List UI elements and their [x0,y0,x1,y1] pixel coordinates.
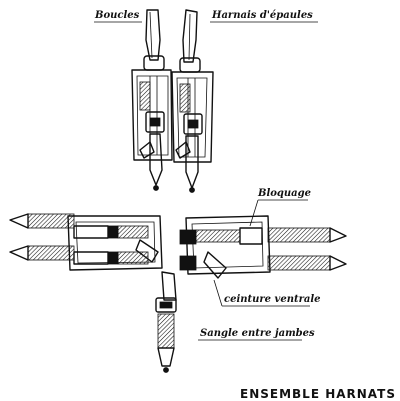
crotch-strap [155,271,177,373]
leader-lines [94,21,318,341]
left-waist-belt [9,213,163,271]
right-waist-belt [179,215,347,279]
label-sangle-entre-jambes: Sangle entre jambes [200,328,315,339]
label-harnais-epaules: Harnais d'épaules [212,10,313,21]
diagram-title: ENSEMBLE HARNATS [240,387,396,401]
label-bloquage: Bloquage [258,188,312,199]
shoulder-harness [131,9,214,193]
label-ceinture-ventrale: ceinture ventrale [224,294,321,305]
label-boucles: Boucles [95,10,140,21]
